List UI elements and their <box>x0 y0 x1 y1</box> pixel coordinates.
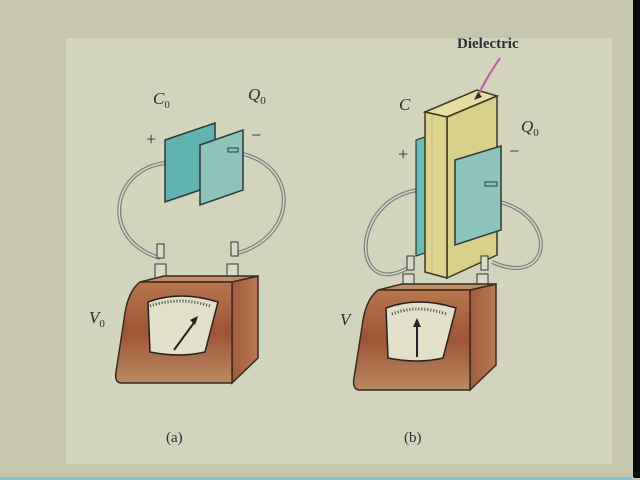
right-frame-edge <box>633 0 640 478</box>
voltage-label-a: V0 <box>89 308 105 330</box>
dielectric-label: Dielectric <box>457 36 519 52</box>
minus-sign-a: − <box>251 125 261 145</box>
meter-face-b <box>385 301 457 362</box>
dielectric-pointer-arrow <box>476 57 501 99</box>
meter-scale-b <box>391 307 447 316</box>
voltmeter-b <box>352 283 497 392</box>
capacitance-label-a: C0 <box>153 89 170 111</box>
voltmeter-a <box>114 275 259 385</box>
meter-face-a <box>147 295 219 356</box>
caption-b: (b) <box>404 430 422 446</box>
charge-label-a: Q0 <box>248 85 266 107</box>
plus-sign-a: + <box>146 129 156 149</box>
bottom-frame-edge <box>0 477 634 480</box>
caption-a: (a) <box>166 430 183 446</box>
capacitance-label-b: C <box>399 95 411 114</box>
plus-sign-b: + <box>398 144 408 164</box>
panel-b: Dielectric C Q0 + − V (b) <box>340 36 543 446</box>
voltage-label-b: V <box>340 310 353 329</box>
terminal-left-a <box>154 243 167 283</box>
capacitor-plate-negative-b <box>454 144 502 247</box>
charge-label-b: Q0 <box>521 117 539 139</box>
meter-scale-a <box>149 299 211 308</box>
panel-a: C0 Q0 + − V0 (a) <box>89 85 286 446</box>
meter-needle-a <box>173 319 197 351</box>
minus-sign-b: − <box>509 141 519 161</box>
